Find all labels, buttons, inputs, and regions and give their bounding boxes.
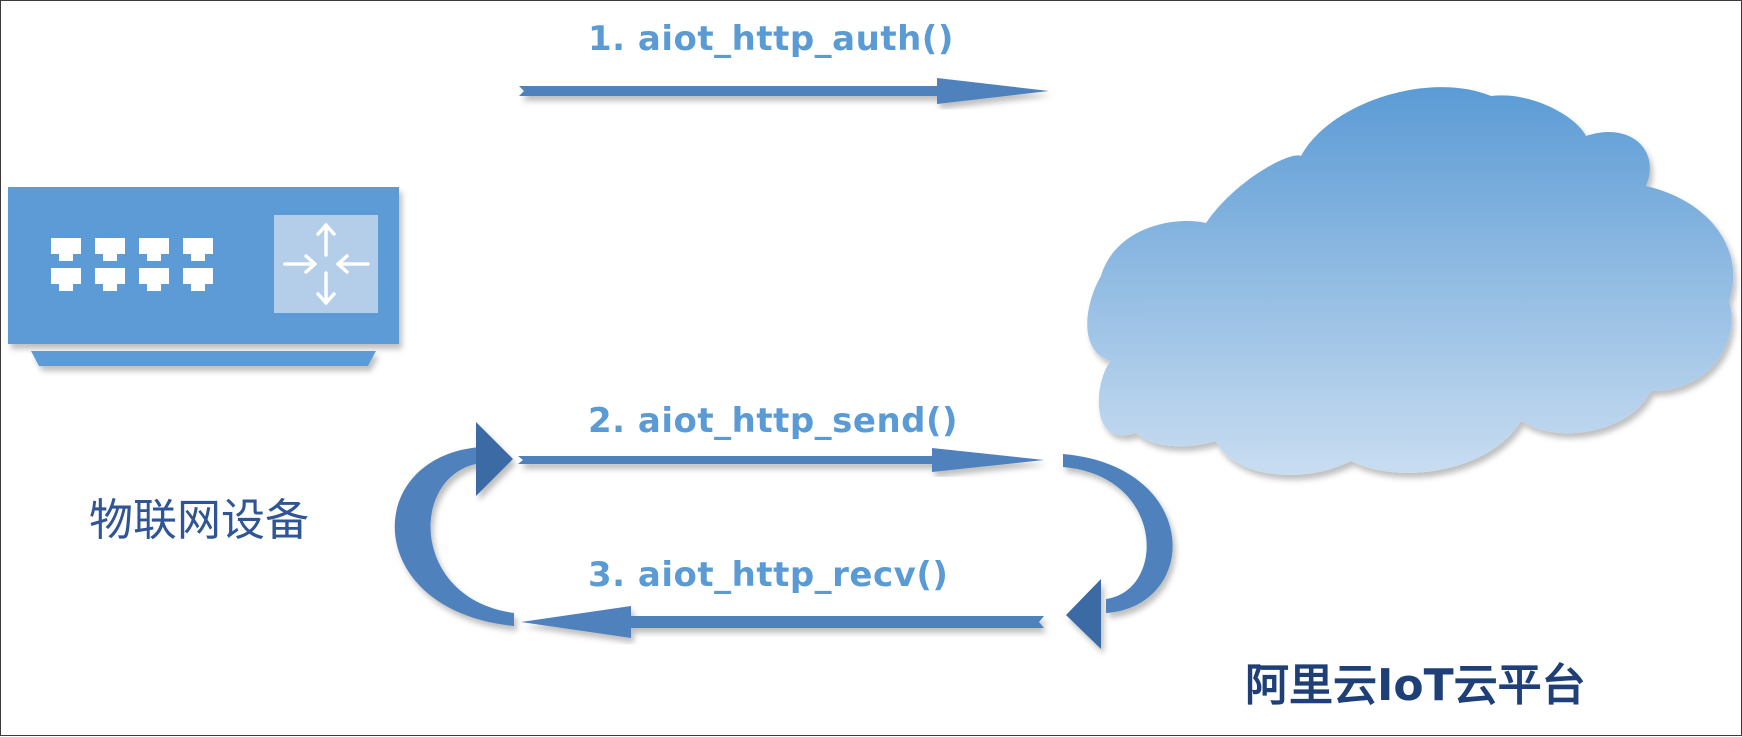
step-label-send: 2. aiot_http_send() — [588, 401, 959, 441]
step-label-auth: 1. aiot_http_auth() — [588, 19, 954, 59]
routing-arrows-icon — [283, 223, 370, 305]
switch-routing-panel — [274, 215, 378, 313]
device-label: 物联网设备 — [89, 495, 309, 546]
switch-base — [31, 351, 376, 366]
recv-arrow — [521, 606, 1044, 638]
ethernet-port-icon — [139, 238, 169, 291]
send-arrow — [518, 448, 1044, 472]
right-loop-arrow — [1063, 454, 1173, 649]
auth-arrow — [519, 78, 1049, 104]
ethernet-ports — [51, 238, 213, 291]
step-label-recv: 3. aiot_http_recv() — [588, 555, 949, 595]
cloud-platform-label: 阿里云IoT云平台 — [1245, 660, 1586, 711]
ethernet-port-icon — [183, 238, 213, 291]
ethernet-port-icon — [51, 238, 81, 291]
cloud-icon — [1087, 87, 1734, 475]
left-loop-arrow — [394, 422, 514, 626]
ethernet-port-icon — [95, 238, 125, 291]
